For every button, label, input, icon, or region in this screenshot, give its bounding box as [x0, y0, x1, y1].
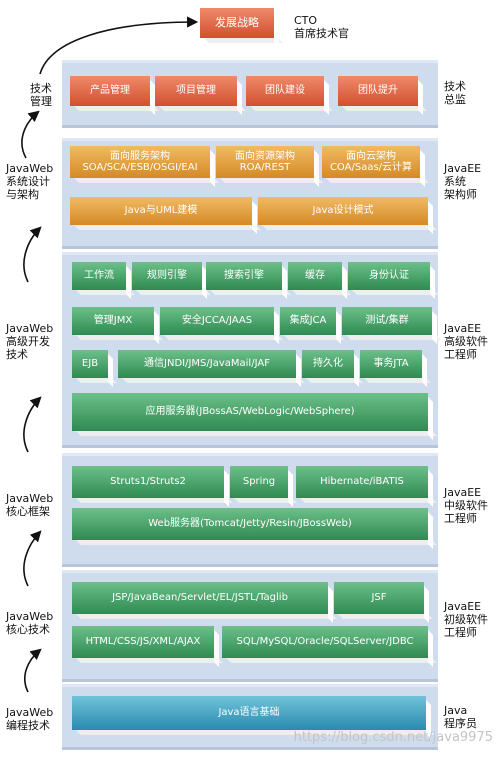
role-label: 技术总监	[444, 80, 466, 106]
arrow-framework-to-advanced	[23, 396, 42, 453]
skill-block: 规则引擎	[132, 262, 202, 290]
skill-label: Spring	[242, 476, 276, 488]
skill-block: HTML/CSS/JS/XML/AJAX	[72, 626, 214, 658]
skill-block: JSP/JavaBean/Servlet/EL/JSTL/Taglib	[72, 582, 328, 614]
skill-label: ROA/REST	[239, 162, 291, 173]
skill-block: 测试/集群	[342, 307, 432, 335]
skill-label: 身份认证	[369, 270, 409, 282]
skill-label: JSP/JavaBean/Servlet/EL/JSTL/Taglib	[112, 592, 288, 604]
arrow-core-to-framework	[23, 530, 42, 587]
skill-label: 规则引擎	[147, 270, 187, 282]
skill-block: Web服务器(Tomcat/Jetty/Resin/JBossWeb)	[72, 508, 428, 540]
skill-label: 缓存	[305, 270, 325, 282]
skill-label: 测试/集群	[365, 315, 409, 327]
skill-label: 项目管理	[176, 85, 216, 97]
skill-block: Java设计模式	[258, 197, 428, 225]
skill-label: 持久化	[313, 358, 343, 370]
skill-label: SQL/MySQL/Oracle/SQLServer/JDBC	[236, 636, 414, 648]
skill-label: 安全JCCA/JAAS	[181, 315, 253, 327]
skill-label: HTML/CSS/JS/XML/AJAX	[85, 636, 201, 648]
skill-block: Struts1/Struts2	[72, 466, 224, 498]
skill-label: 集成JCA	[289, 315, 327, 327]
strategy-block: 发展战略	[200, 8, 274, 38]
skill-block: 工作流	[72, 262, 126, 290]
skill-label: Web服务器(Tomcat/Jetty/Resin/JBossWeb)	[148, 518, 352, 530]
arrow-management-to-strategy	[39, 16, 199, 75]
skill-block: 集成JCA	[280, 307, 336, 335]
skill-block: Java与UML建模	[70, 197, 252, 225]
arrow-architecture-to-management	[21, 110, 40, 159]
skill-area-label: 技术管理	[30, 82, 52, 108]
skill-block: JSF	[334, 582, 424, 614]
skill-block: 管理JMX	[72, 307, 154, 335]
skill-label: EJB	[81, 358, 99, 370]
skill-label: 事务JTA	[373, 358, 409, 370]
skill-label: Struts1/Struts2	[110, 476, 186, 488]
skill-label: Java设计模式	[312, 205, 374, 217]
skill-block: Java语言基础	[72, 696, 426, 730]
arrow-programming-to-core	[24, 648, 42, 693]
skill-label: 通信JNDI/JMS/JavaMail/JAF	[144, 358, 270, 370]
skill-label: Hibernate/iBATIS	[320, 476, 404, 488]
skill-block: 缓存	[288, 262, 342, 290]
skill-label: 面向云架构	[346, 150, 396, 162]
skill-block: 应用服务器(JBossAS/WebLogic/WebSphere)	[72, 393, 428, 431]
skill-label: JSF	[371, 592, 387, 604]
skill-block: 搜索引擎	[206, 262, 282, 290]
skill-block: 团队提升	[338, 76, 418, 106]
skill-block: 持久化	[302, 350, 354, 378]
skill-label: SOA/SCA/ESB/OSGI/EAI	[82, 162, 198, 173]
skill-label: 工作流	[84, 270, 114, 282]
skill-block: 身份认证	[348, 262, 430, 290]
skill-label: 管理JMX	[93, 315, 133, 327]
skill-label: 搜索引擎	[224, 270, 264, 282]
skill-label: COA/Saas/云计算	[329, 162, 413, 173]
skill-label: 面向资源架构	[235, 150, 295, 162]
skill-label: Java语言基础	[218, 707, 280, 719]
skill-block: 团队建设	[246, 76, 324, 106]
watermark: https://blog.csdn.net/java9975	[293, 730, 493, 745]
skill-label: 面向服务架构	[110, 150, 170, 162]
arrow-advanced-to-architecture	[23, 226, 42, 283]
skill-block: EJB	[72, 350, 108, 378]
skill-block: SQL/MySQL/Oracle/SQLServer/JDBC	[222, 626, 428, 658]
skill-label: 产品管理	[90, 85, 130, 97]
skill-block: 通信JNDI/JMS/JavaMail/JAF	[118, 350, 296, 378]
skill-block: 项目管理	[155, 76, 237, 106]
cto-label: CTO 首席技术官	[294, 14, 349, 40]
skill-block: 事务JTA	[360, 350, 422, 378]
skill-label: 团队建设	[265, 85, 305, 97]
skill-block: Hibernate/iBATIS	[296, 466, 428, 498]
skill-block: 安全JCCA/JAAS	[160, 307, 274, 335]
strategy-label: 发展战略	[215, 15, 259, 29]
skill-label: 团队提升	[358, 85, 398, 97]
skill-block: 产品管理	[70, 76, 150, 106]
skill-block: Spring	[230, 466, 288, 498]
skill-label: 应用服务器(JBossAS/WebLogic/WebSphere)	[145, 406, 355, 418]
skill-label: Java与UML建模	[124, 205, 198, 217]
